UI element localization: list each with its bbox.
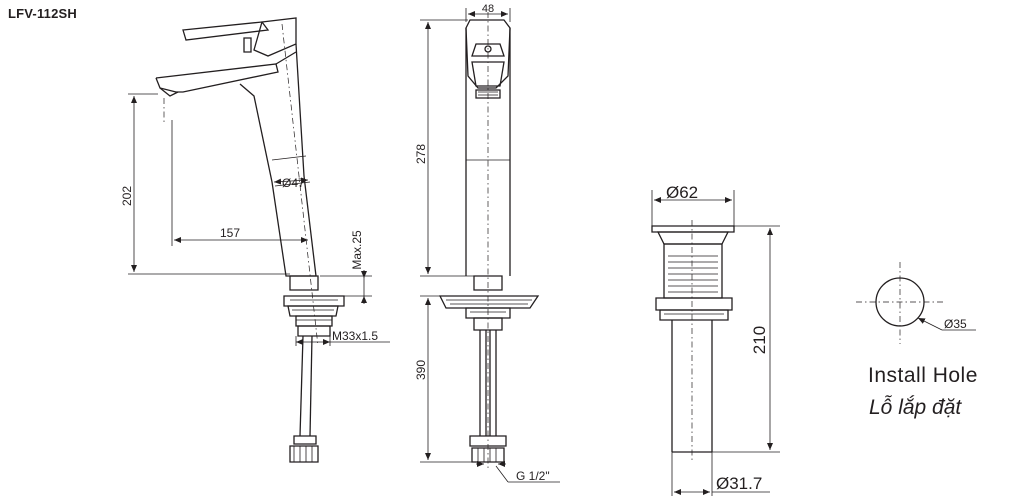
dim-diameter-label: Ø47	[282, 176, 305, 190]
drain-view: Ø62 210 Ø31.7	[651, 183, 780, 496]
dim-top-diameter-label: Ø62	[666, 183, 698, 202]
dim-hole-diameter-label: Ø35	[944, 317, 967, 331]
dim-max-deck-label: Max.25	[350, 230, 364, 270]
install-hole-label-vn: Lỗ lắp đặt	[869, 396, 962, 419]
dim-reach-label: 157	[220, 226, 240, 240]
dim-length-label: 210	[750, 326, 769, 354]
dim-height-label: 202	[120, 186, 134, 206]
dim-tail-diameter-label: Ø31.7	[716, 474, 762, 493]
dim-body-height-label: 278	[414, 144, 428, 164]
dim-width-label: 48	[482, 3, 494, 15]
install-hole-label: Install Hole	[868, 364, 978, 387]
install-hole-view: Ø35	[856, 262, 976, 344]
front-view: 48 278 390 G 1/2"	[414, 3, 560, 483]
side-view: 202 157 Ø47 Max.25 M33x1.5	[120, 17, 390, 463]
dim-hose-label: 390	[414, 360, 428, 380]
dim-thread-label: M33x1.5	[332, 329, 378, 343]
dim-connection-label: G 1/2"	[516, 469, 550, 483]
model-code: LFV-112SH	[8, 6, 77, 21]
